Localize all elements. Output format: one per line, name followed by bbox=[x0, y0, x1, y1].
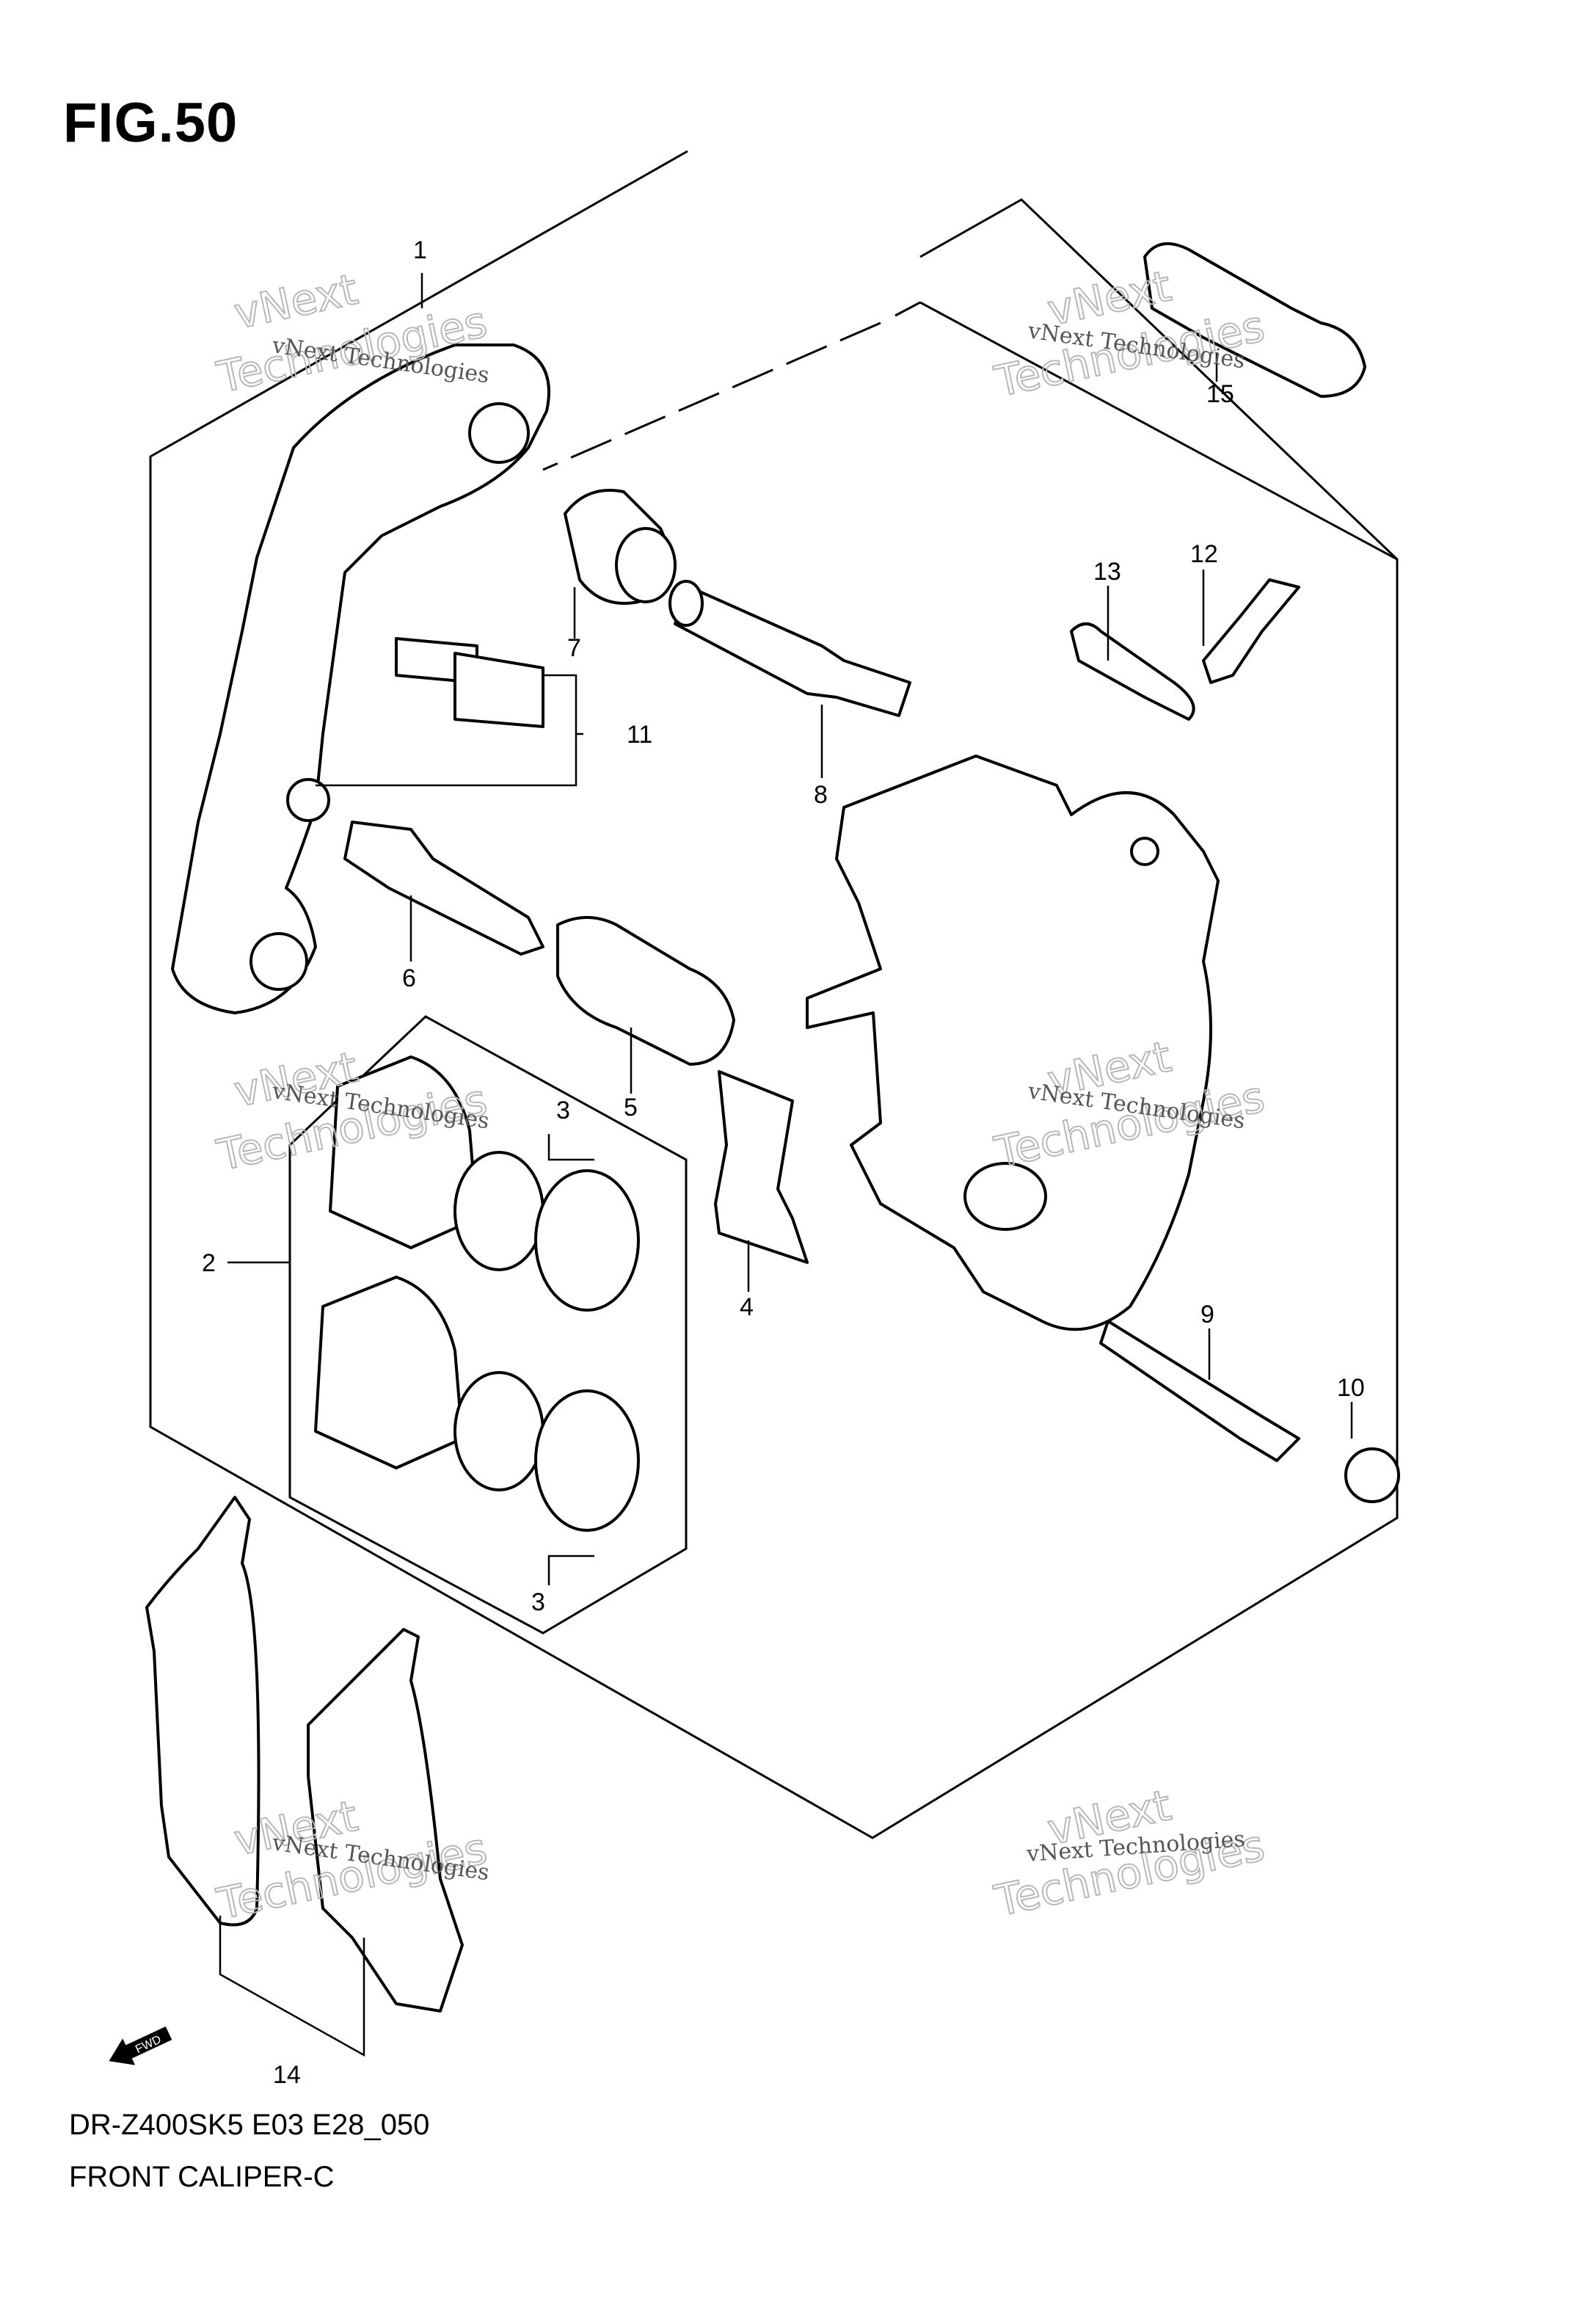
bolt-box bbox=[919, 198, 1399, 561]
callout-7: 7 bbox=[567, 634, 581, 662]
brake-pad-left bbox=[145, 1496, 260, 1927]
pin-8 bbox=[674, 586, 911, 717]
bleeder-cap-13 bbox=[1070, 622, 1195, 721]
footer-part-name: FRONT CALIPER-C bbox=[69, 2161, 335, 2193]
seal-lower-a bbox=[453, 1371, 544, 1491]
callout-3b: 3 bbox=[531, 1588, 545, 1616]
seal-upper-a bbox=[453, 1151, 544, 1271]
piston-lower bbox=[314, 1276, 464, 1469]
caliper-piston-bore bbox=[963, 1162, 1047, 1231]
callout-4: 4 bbox=[740, 1293, 754, 1321]
brake-pad-right bbox=[307, 1628, 464, 2013]
pad-spring-4 bbox=[714, 1070, 809, 1264]
assembly-boundary-dashed bbox=[542, 301, 921, 471]
callout-15: 15 bbox=[1206, 380, 1234, 408]
seal-upper-b bbox=[534, 1169, 640, 1312]
bracket-hole-mid bbox=[286, 778, 330, 822]
pad-shim-11b bbox=[453, 652, 544, 728]
callout-14: 14 bbox=[273, 2061, 301, 2089]
leader-11 bbox=[316, 674, 583, 787]
leader-3a bbox=[547, 1134, 594, 1161]
bleeder-screw-12 bbox=[1202, 578, 1300, 684]
bracket-hole-bottom bbox=[249, 932, 308, 991]
callout-10: 10 bbox=[1337, 1374, 1365, 1402]
callout-9: 9 bbox=[1200, 1301, 1214, 1328]
sleeve-5 bbox=[556, 916, 735, 1066]
mounting-bolt-15 bbox=[1143, 242, 1366, 398]
pin-8-end bbox=[668, 580, 704, 627]
pin-6 bbox=[343, 821, 544, 956]
fwd-arrow: FWD bbox=[109, 2026, 172, 2065]
seal-lower-b bbox=[534, 1389, 640, 1532]
callout-6: 6 bbox=[402, 964, 416, 992]
leader-14 bbox=[219, 1916, 365, 2057]
piston-set-box bbox=[288, 1015, 688, 1635]
pin-9 bbox=[1099, 1320, 1300, 1462]
callout-1: 1 bbox=[413, 236, 427, 264]
callout-2: 2 bbox=[202, 1249, 216, 1277]
bracket-hole-top bbox=[468, 402, 530, 464]
callout-11: 11 bbox=[627, 721, 652, 749]
caliper-body bbox=[806, 755, 1220, 1331]
callout-3a: 3 bbox=[556, 1097, 570, 1124]
callout-13: 13 bbox=[1093, 558, 1121, 586]
boot-7-end bbox=[615, 527, 677, 603]
footer-model-code: DR-Z400SK5 E03 E28_050 bbox=[69, 2109, 430, 2141]
figure-title: FIG.50 bbox=[63, 92, 238, 154]
callout-12: 12 bbox=[1190, 540, 1218, 568]
caliper-bleeder-hole bbox=[1130, 837, 1159, 866]
plug-10 bbox=[1344, 1447, 1400, 1503]
callout-8: 8 bbox=[814, 781, 828, 809]
callout-5: 5 bbox=[624, 1094, 638, 1122]
leader-3b bbox=[547, 1555, 594, 1585]
